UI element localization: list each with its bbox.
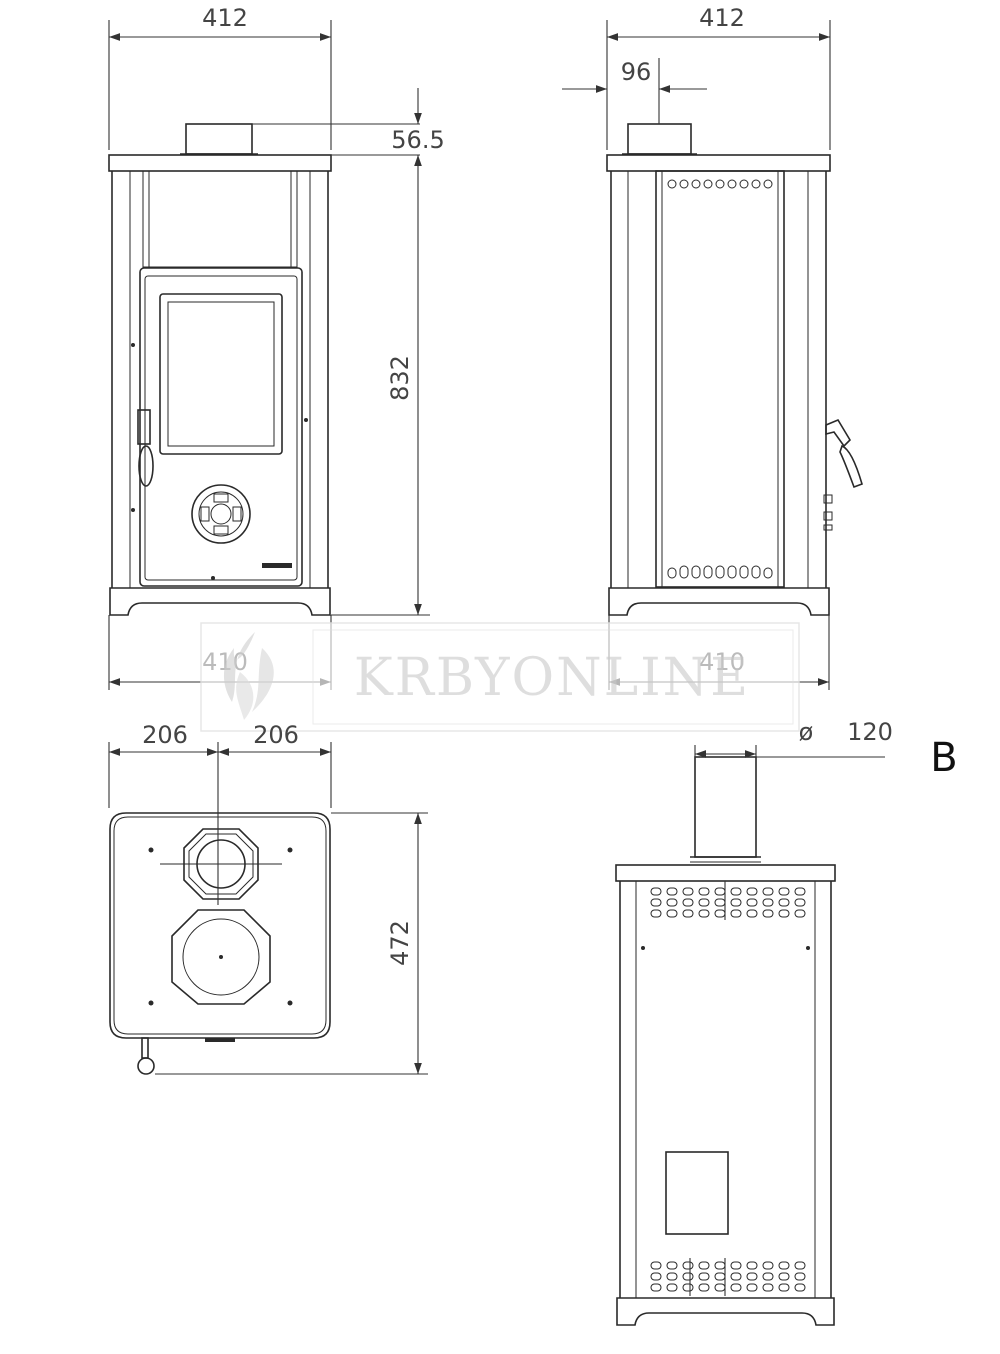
- flue-diameter-label: 120: [847, 718, 893, 746]
- flue-diameter-symbol: ø: [799, 718, 814, 746]
- side-vent-top: [667, 179, 773, 189]
- back-vent-top: [650, 887, 806, 918]
- view-label-back: B: [930, 735, 957, 781]
- side-view: [606, 123, 863, 616]
- depth-label: 472: [386, 920, 414, 966]
- watermark-text: KRBYONLINE: [354, 648, 750, 708]
- back-view: [615, 756, 836, 1326]
- front-view: [108, 123, 332, 616]
- top-half-right-label: 206: [253, 721, 299, 749]
- flame-logo-icon: [223, 632, 274, 720]
- front-dimensions: 412 56.5 832 410: [108, 4, 445, 690]
- top-half-left-label: 206: [142, 721, 188, 749]
- side-vent-bottom: [667, 565, 773, 579]
- side-width-top-label: 412: [699, 4, 745, 32]
- watermark: KRBYONLINE: [200, 622, 800, 732]
- top-view: [109, 812, 331, 1075]
- side-flue-offset-label: 96: [621, 58, 652, 86]
- front-width-top-label: 412: [202, 4, 248, 32]
- flue-height-offset-label: 56.5: [391, 126, 444, 154]
- back-vent-bottom: [650, 1261, 806, 1292]
- height-label: 832: [386, 355, 414, 401]
- top-dimensions: 206 206 472: [108, 721, 428, 1075]
- back-dimensions: ø 120 B: [694, 718, 958, 781]
